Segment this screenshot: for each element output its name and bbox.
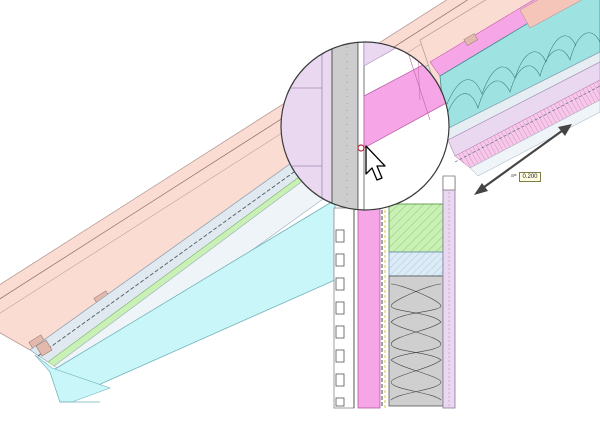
wall-insulation — [388, 275, 444, 407]
wall-magenta-layer — [357, 207, 381, 409]
roof-lilac-layer — [447, 61, 600, 157]
cladding-battens — [335, 229, 345, 407]
arrow-cursor-icon — [365, 145, 386, 181]
zoom-grey-column — [331, 42, 359, 210]
dimension-prefix: a= — [511, 173, 517, 179]
wall-top-plate — [388, 203, 444, 253]
wall-blue-hatch — [388, 251, 444, 277]
dimension-value-tag[interactable]: 0.200 — [519, 172, 541, 182]
dimension-arrow[interactable] — [474, 124, 572, 195]
roof-section — [0, 0, 600, 403]
snap-point-icon[interactable] — [357, 144, 365, 152]
wall-section — [333, 175, 456, 409]
